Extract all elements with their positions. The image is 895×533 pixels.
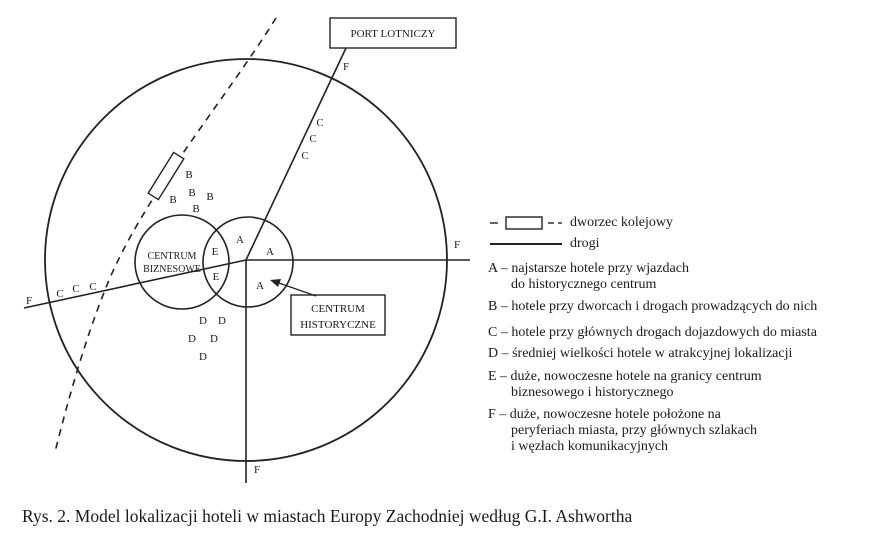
- letter-e: E: [212, 246, 219, 258]
- road-to-airport: [245, 47, 347, 261]
- letter-f: F: [343, 61, 349, 73]
- legend-item-b: B – hotele przy dworcach i drogach prowa…: [488, 299, 818, 314]
- letter-c: C: [316, 117, 323, 129]
- letter-d: D: [199, 351, 207, 363]
- legend-item-a: A – najstarsze hotele przy wjazdach do h…: [488, 261, 689, 292]
- business-center-label-1: CENTRUM: [148, 251, 197, 262]
- historic-center-label-1: CENTRUM: [311, 303, 365, 315]
- business-center-label-2: BIZNESOWE: [143, 264, 201, 275]
- historic-center-label-2: HISTORYCZNE: [300, 319, 376, 331]
- letter-c: C: [72, 283, 79, 295]
- letter-c: C: [309, 133, 316, 145]
- letter-c: C: [56, 288, 63, 300]
- letter-b: B: [188, 187, 195, 199]
- legend-item-e: E – duże, nowoczesne hotele na granicy c…: [488, 369, 762, 400]
- letter-b: B: [185, 169, 192, 181]
- road-west: [23, 259, 247, 309]
- figure-caption: Rys. 2. Model lokalizacji hoteli w miast…: [22, 506, 633, 526]
- letter-a: A: [236, 234, 244, 246]
- letter-d: D: [188, 333, 196, 345]
- hotel-location-diagram: PORT LOTNICZY CENTRUM HISTORYCZNE CENTRU…: [23, 17, 470, 483]
- airport-box: [329, 17, 457, 49]
- letter-d: D: [199, 315, 207, 327]
- letter-b: B: [169, 194, 176, 206]
- business-center-circle: [134, 214, 230, 310]
- arrow-head-icon: [270, 279, 281, 287]
- legend-railway: dworzec kolejowy: [488, 212, 673, 233]
- letter-a: A: [266, 246, 274, 258]
- railway-station-symbol: [147, 151, 185, 201]
- road-legend-icon: [488, 236, 564, 252]
- letter-d: D: [218, 315, 226, 327]
- letter-a: A: [256, 280, 264, 292]
- letter-b: B: [192, 203, 199, 215]
- legend-item-d: D – średniej wielkości hotele w atrakcyj…: [488, 346, 793, 361]
- letter-f: F: [26, 295, 32, 307]
- letter-c: C: [301, 150, 308, 162]
- historic-center-pointer: [275, 281, 317, 297]
- historic-center-circle: [202, 216, 294, 308]
- letter-f: F: [454, 239, 460, 251]
- legend-item-f: F – duże, nowoczesne hotele położone na …: [488, 407, 758, 454]
- legend-roads: drogi: [488, 233, 600, 254]
- legend-item-c: C – hotele przy głównych drogach dojazdo…: [488, 325, 817, 340]
- letter-e: E: [213, 271, 220, 283]
- letter-c: C: [89, 281, 96, 293]
- historic-center-box: [290, 294, 386, 336]
- railway-station-legend-icon: [488, 215, 564, 231]
- airport-label: PORT LOTNICZY: [351, 28, 436, 40]
- letter-d: D: [210, 333, 218, 345]
- legend-roads-label: drogi: [570, 235, 600, 251]
- legend-railway-label: dworzec kolejowy: [570, 214, 674, 230]
- letter-b: B: [206, 191, 213, 203]
- railway-line: [54, 17, 277, 453]
- letter-f: F: [254, 464, 260, 476]
